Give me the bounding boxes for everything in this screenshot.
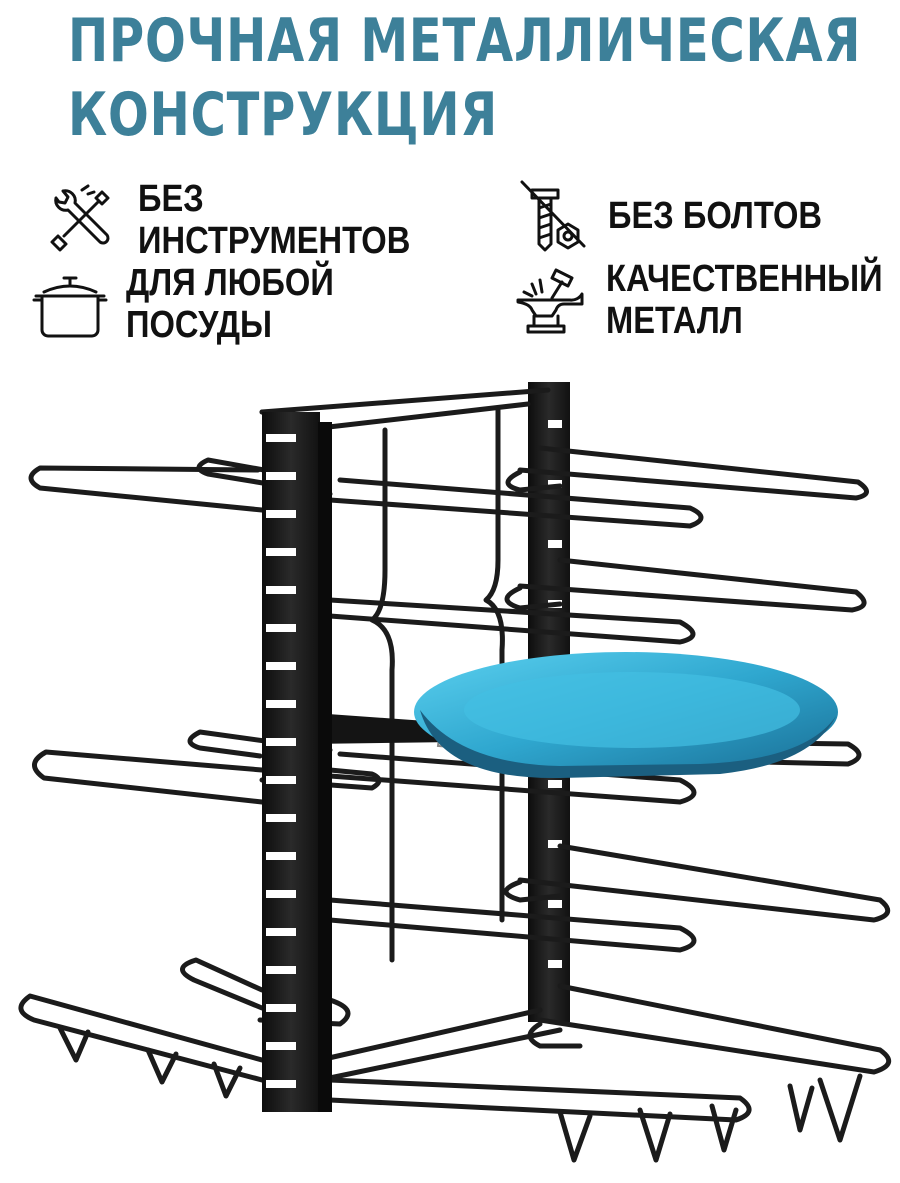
anvil-icon bbox=[516, 268, 584, 334]
feature-any-cookware-line-2: ПОСУДЫ bbox=[126, 304, 273, 346]
feature-no-tools: БЕЗ ИНСТРУМЕНТОВ bbox=[42, 178, 455, 262]
feature-any-cookware-line-1: ДЛЯ ЛЮБОЙ bbox=[126, 262, 334, 304]
tools-crossed-icon bbox=[50, 184, 110, 252]
feature-no-bolts-line-1: БЕЗ БОЛТОВ bbox=[608, 195, 823, 237]
blue-frying-pan bbox=[285, 652, 838, 779]
headline: ПРОЧНАЯ МЕТАЛЛИЧЕСКАЯ КОНСТРУКЦИЯ bbox=[68, 4, 862, 152]
cooking-pot-icon bbox=[32, 276, 108, 338]
feature-no-tools-line-1: БЕЗ bbox=[138, 178, 204, 220]
feature-no-bolts-label: БЕЗ БОЛТОВ bbox=[608, 195, 822, 237]
bolt-crossed-icon bbox=[520, 180, 586, 252]
rack-shelf-arms bbox=[18, 445, 892, 1163]
rack-front-post bbox=[262, 412, 332, 1112]
feature-quality-metal: КАЧЕСТВЕННЫЙ МЕТАЛЛ bbox=[510, 258, 900, 342]
headline-line-1: ПРОЧНАЯ МЕТАЛЛИЧЕСКАЯ bbox=[68, 6, 862, 76]
feature-quality-metal-label: КАЧЕСТВЕННЫЙ МЕТАЛЛ bbox=[606, 258, 883, 342]
feature-any-cookware-label: ДЛЯ ЛЮБОЙ ПОСУДЫ bbox=[126, 262, 334, 346]
feature-no-tools-line-2: ИНСТРУМЕНТОВ bbox=[138, 220, 411, 262]
feature-no-bolts: БЕЗ БОЛТОВ bbox=[512, 176, 857, 256]
feature-no-tools-label: БЕЗ ИНСТРУМЕНТОВ bbox=[138, 178, 410, 262]
headline-line-2: КОНСТРУКЦИЯ bbox=[68, 80, 499, 150]
feature-quality-metal-line-1: КАЧЕСТВЕННЫЙ bbox=[606, 258, 883, 300]
pan-rack-illustration bbox=[18, 382, 892, 1163]
feature-quality-metal-line-2: МЕТАЛЛ bbox=[606, 300, 743, 342]
feature-any-cookware: ДЛЯ ЛЮБОЙ ПОСУДЫ bbox=[30, 262, 368, 346]
